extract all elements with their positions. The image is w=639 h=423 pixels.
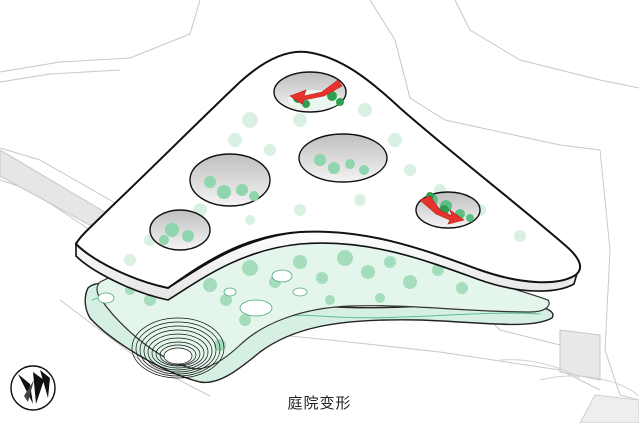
courtyard-1 xyxy=(273,71,347,113)
north-arrow-icon xyxy=(10,365,56,411)
road-band xyxy=(0,149,639,423)
middle-openings xyxy=(97,269,308,317)
diagram-caption: 庭院变形 xyxy=(287,394,352,412)
greenery-roof xyxy=(124,103,526,266)
ramp-spiral-icon xyxy=(131,317,225,379)
courtyard-3 xyxy=(189,153,271,207)
courtyard-4 xyxy=(149,209,211,251)
rotate-arrow-icon xyxy=(289,79,465,225)
courtyard-2 xyxy=(298,133,388,183)
street-detail xyxy=(499,359,639,397)
